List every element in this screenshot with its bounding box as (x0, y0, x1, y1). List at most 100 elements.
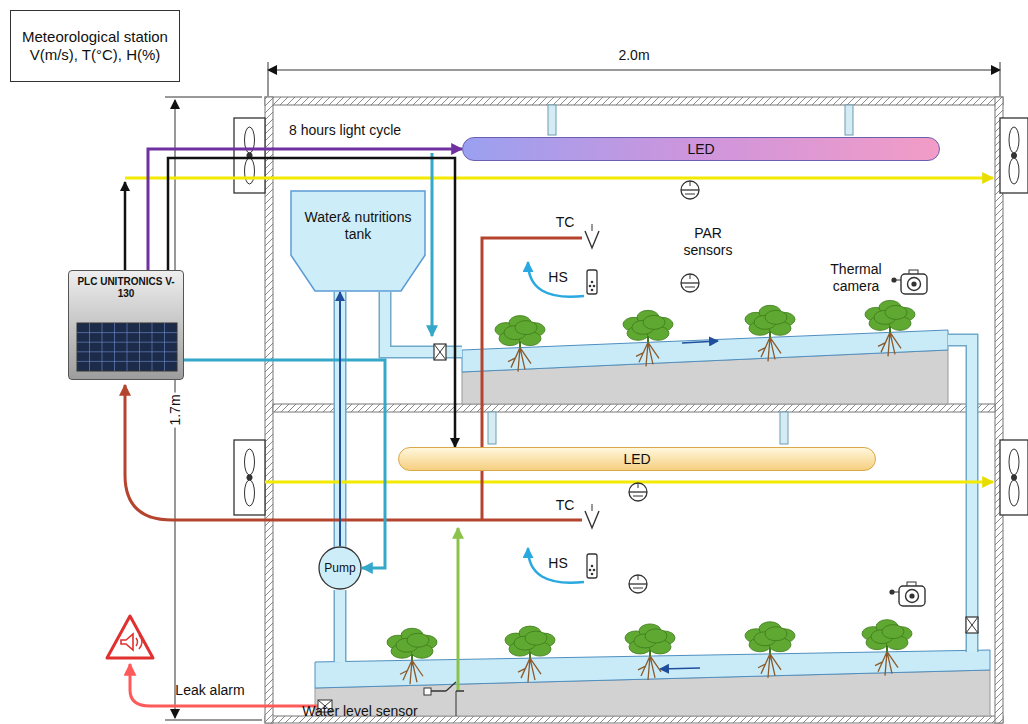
node-text: Meteorological station (22, 28, 168, 46)
leak-alarm-icon (107, 616, 153, 658)
plant (862, 620, 912, 676)
illustration-ellipse (407, 633, 429, 647)
illustration-use (629, 575, 647, 593)
illustration-circle (247, 475, 253, 481)
illustration-rect (273, 404, 995, 412)
illustration-path (528, 548, 584, 583)
illustration-rect (780, 412, 788, 444)
illustration-use (966, 617, 978, 633)
plant (745, 622, 795, 678)
illustration-path (457, 528, 460, 690)
illustration-line (268, 62, 269, 96)
fan (1000, 440, 1028, 515)
illustration-path (878, 332, 901, 356)
illustration-use (434, 344, 446, 360)
illustration-path (528, 262, 584, 297)
illustration-use (681, 181, 699, 199)
plant (623, 310, 673, 366)
illustration-polygon (462, 330, 948, 372)
illustration-use (585, 224, 599, 248)
part-label: HS (548, 269, 567, 286)
illustration-path (265, 481, 993, 484)
illustration-use (587, 270, 597, 294)
illustration-path (136, 635, 142, 649)
illustration-path (431, 682, 464, 691)
illustration-ellipse (525, 631, 547, 645)
illustration-rect (1000, 440, 1028, 515)
illustration-circle (1011, 153, 1017, 159)
illustration-path (518, 658, 541, 682)
illustration-ellipse (245, 158, 255, 184)
illustration-line (682, 341, 718, 343)
plant (865, 300, 915, 356)
illustration-use (629, 483, 647, 501)
grow-tray (315, 330, 990, 716)
illustration-path (130, 664, 318, 706)
illustration-use (681, 274, 699, 292)
plant (745, 305, 795, 361)
illustration-use (585, 504, 599, 528)
illustration-path (758, 654, 781, 678)
edge-label: 8 hours light cycle (287, 122, 403, 139)
part-label: TC (556, 497, 575, 514)
illustration-use (891, 270, 927, 294)
node-text: LED (623, 451, 650, 468)
illustration-path (340, 292, 972, 662)
dimension-label: 1.7m (167, 392, 184, 427)
connector-arrow (168, 158, 455, 447)
illustration-path (638, 656, 661, 680)
illustration-use (587, 554, 597, 578)
tank-outline (291, 191, 425, 291)
tank-box: Water& nutritions tank (290, 190, 426, 292)
illustration-path (400, 660, 423, 684)
illustration-line (268, 70, 1000, 71)
led-bar: LED (398, 447, 876, 471)
plc-shape (69, 271, 185, 381)
plant (495, 316, 545, 372)
illustration-path (875, 652, 898, 676)
part-label: Thermal camera (822, 261, 890, 295)
illustration-line (456, 691, 457, 716)
illustration-line (165, 97, 262, 98)
illustration-ellipse (245, 480, 255, 506)
plc-screen-grid (77, 323, 177, 371)
sensor-wires (125, 238, 584, 706)
illustration-ellipse (765, 627, 787, 641)
node-text: Water& nutritions tank (298, 209, 418, 243)
illustration-line (660, 668, 700, 669)
station-box: Meteorological stationV(m/s), T(°C), H(%… (10, 10, 180, 82)
illustration-ellipse (1009, 127, 1019, 153)
illustration-rect (488, 412, 496, 444)
chamber-wall (265, 97, 1003, 723)
node-text: PLC UNITRONICS V-130 (73, 276, 179, 300)
plant (387, 628, 437, 684)
part-label: TC (556, 214, 575, 231)
illustration-path (508, 348, 531, 372)
part-label: Leak alarm (175, 682, 244, 699)
illustration-rect (1000, 118, 1028, 193)
dimension-label: 2.0m (616, 47, 651, 64)
illustration-rect (424, 688, 431, 695)
plc-screen (77, 323, 177, 371)
illustration-rect (234, 440, 265, 515)
node-text: Pump (324, 561, 355, 575)
illustration-path (431, 153, 434, 336)
illustration-ellipse (1009, 449, 1019, 475)
illustration-path (107, 616, 153, 658)
illustration-line (165, 720, 262, 721)
illustration-rect (265, 97, 273, 723)
illustration-use (889, 582, 925, 606)
part-label: HS (548, 555, 567, 572)
illustration-ellipse (645, 629, 667, 643)
led-bar: LED (462, 137, 940, 161)
illustration-line (1000, 62, 1001, 96)
illustration-ellipse (245, 449, 255, 475)
node-text: LED (687, 141, 714, 158)
dimension-lines (165, 62, 1000, 720)
illustration-circle (1011, 475, 1017, 481)
water-pipe (340, 292, 978, 662)
illustration-path (124, 182, 127, 270)
illustration-ellipse (765, 310, 787, 324)
fan (234, 440, 265, 515)
